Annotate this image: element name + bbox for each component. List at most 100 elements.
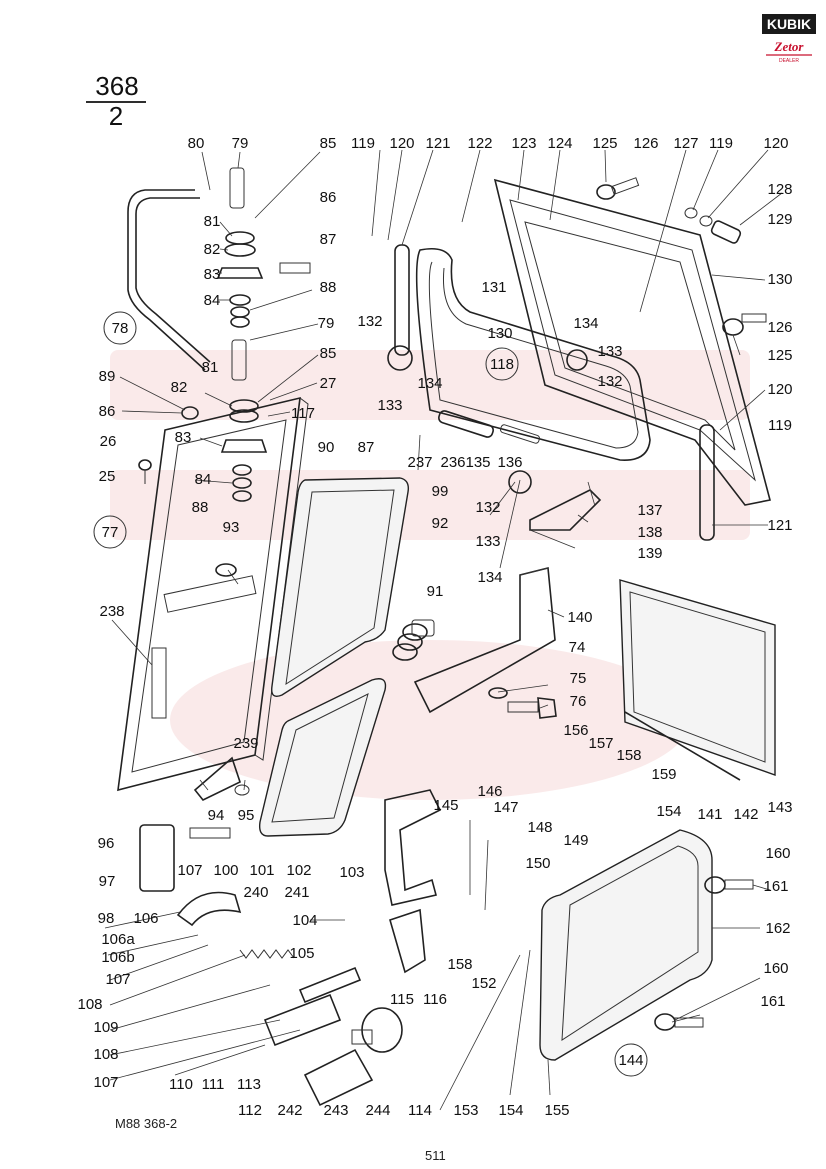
label-101: 101 xyxy=(249,862,274,879)
label-116: 116 xyxy=(423,991,447,1008)
gas-strut-121-right xyxy=(699,424,715,541)
label-115: 115 xyxy=(390,991,414,1008)
label-157: 157 xyxy=(588,735,613,752)
pin-98 xyxy=(139,824,175,892)
label-110: 110 xyxy=(169,1076,193,1093)
label-104: 104 xyxy=(292,912,317,929)
label-159: 159 xyxy=(651,766,676,783)
logo-sub: Zetor xyxy=(774,39,805,54)
label-238: 238 xyxy=(99,603,124,620)
latch-91 xyxy=(392,619,435,661)
label-105: 105 xyxy=(289,945,314,962)
label-75: 75 xyxy=(570,670,587,687)
label-91: 91 xyxy=(427,583,444,600)
label-135: 135 xyxy=(465,454,490,471)
bolt-76 xyxy=(488,687,557,719)
label-74: 74 xyxy=(569,639,586,656)
label-113: 113 xyxy=(237,1076,261,1093)
label-240: 240 xyxy=(243,884,268,901)
label-100: 100 xyxy=(213,862,238,879)
bracket-105 xyxy=(298,966,362,1004)
label-94: 94 xyxy=(208,807,225,824)
glass-102-inner xyxy=(271,693,369,823)
label-112: 112 xyxy=(238,1102,262,1119)
label-130: 130 xyxy=(767,271,792,288)
label-141: 141 xyxy=(697,806,722,823)
label-147: 147 xyxy=(493,799,518,816)
label-154: 154 xyxy=(656,803,681,820)
label-92: 92 xyxy=(432,515,449,532)
label-148: 148 xyxy=(527,819,552,836)
page-number: 368 2 xyxy=(86,71,146,131)
washer-93 xyxy=(215,563,237,577)
label-107b: 107 xyxy=(105,971,130,988)
hinge-stack-lower xyxy=(220,339,268,502)
label-154b: 154 xyxy=(498,1102,523,1119)
label-241: 241 xyxy=(284,884,309,901)
label-134: 134 xyxy=(573,315,598,332)
label-85b: 85 xyxy=(320,345,337,362)
knob-132-right xyxy=(566,349,588,371)
label-87: 87 xyxy=(320,231,337,248)
door-glass-144 xyxy=(539,829,713,1061)
label-114: 114 xyxy=(408,1102,432,1119)
side-window-141 xyxy=(619,579,776,776)
label-120b: 120 xyxy=(763,135,788,152)
label-79b: 79 xyxy=(318,315,335,332)
bolt-95 xyxy=(234,784,250,796)
leader-lines xyxy=(104,149,783,1111)
label-103: 103 xyxy=(339,864,364,881)
label-239: 239 xyxy=(233,735,258,752)
label-87b: 87 xyxy=(358,439,375,456)
label-134b: 134 xyxy=(417,375,442,392)
door-hinge-plate xyxy=(163,575,257,613)
label-121: 121 xyxy=(425,135,450,152)
part-drawings xyxy=(117,167,776,1107)
lock-plate-115 xyxy=(389,908,426,974)
label-85: 85 xyxy=(320,135,337,152)
label-89: 89 xyxy=(99,368,116,385)
label-107c: 107 xyxy=(93,1074,118,1091)
circle-77 xyxy=(93,515,127,549)
label-81: 81 xyxy=(204,213,221,230)
wedge-94 xyxy=(193,756,241,801)
screw-25-26 xyxy=(138,459,152,484)
label-118: 118 xyxy=(490,356,514,373)
label-27: 27 xyxy=(320,375,337,392)
label-98: 98 xyxy=(98,910,115,927)
label-161: 161 xyxy=(763,878,788,895)
label-81b: 81 xyxy=(202,359,219,376)
label-242: 242 xyxy=(277,1102,302,1119)
knob-114-shaft xyxy=(351,1029,373,1045)
window-frame-124-glass xyxy=(524,221,736,451)
circle-118 xyxy=(485,347,519,381)
label-160b: 160 xyxy=(763,960,788,977)
label-149: 149 xyxy=(563,832,588,849)
label-124: 124 xyxy=(547,135,572,152)
label-83b: 83 xyxy=(175,429,192,446)
label-237: 237 xyxy=(407,454,432,471)
handle-140-top xyxy=(519,567,549,576)
door-glass-144-inner xyxy=(561,845,699,1041)
logo-badge xyxy=(762,14,816,34)
bracket-139 xyxy=(529,489,602,531)
glass-92 xyxy=(271,477,410,698)
label-102: 102 xyxy=(286,862,311,879)
bracket-110 xyxy=(263,993,342,1047)
label-150: 150 xyxy=(525,855,550,872)
label-106: 106 xyxy=(133,910,158,927)
label-106a: 106a xyxy=(101,931,135,948)
label-129: 129 xyxy=(767,211,792,228)
label-140: 140 xyxy=(567,609,592,626)
tube-frame-118-inner xyxy=(428,261,639,449)
label-161b: 161 xyxy=(760,993,785,1010)
label-80: 80 xyxy=(188,135,205,152)
label-108: 108 xyxy=(77,996,102,1013)
label-153: 153 xyxy=(453,1102,478,1119)
label-107: 107 xyxy=(177,862,202,879)
label-97: 97 xyxy=(99,873,116,890)
label-142: 142 xyxy=(733,806,758,823)
side-window-142 xyxy=(629,591,766,763)
label-136: 136 xyxy=(497,454,522,471)
